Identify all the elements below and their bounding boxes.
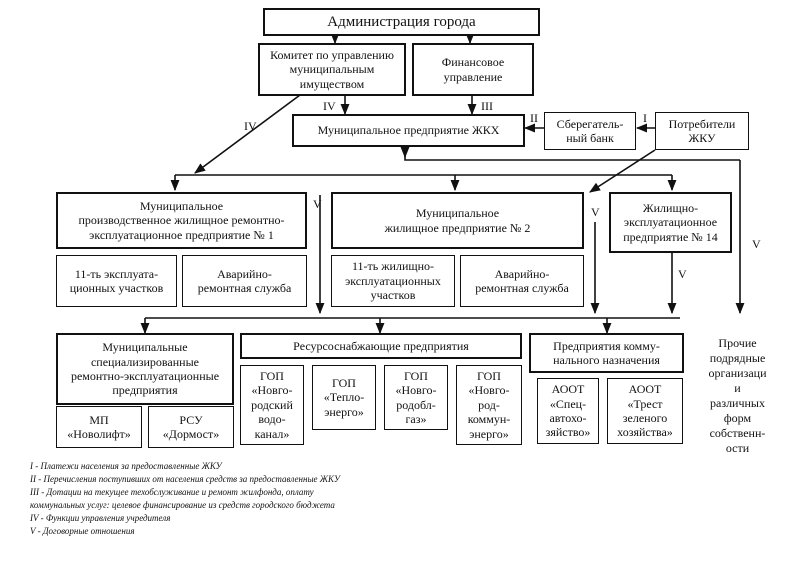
edge-consumers-mzhp2 (589, 149, 656, 193)
edge-label-v-a: V (313, 197, 322, 211)
node-rsu-dormost: РСУ «Дормост» (148, 406, 234, 448)
node-mpzhreo1: Муниципальное производственное жилищное … (56, 192, 307, 249)
node-finance: Финансовое управление (412, 43, 534, 96)
legend-item-i: I - Платежи населения за предоставленные… (30, 461, 222, 471)
node-savings-bank: Сберегатель- ный банк (544, 112, 636, 150)
legend: I - Платежи населения за предоставленные… (30, 460, 340, 538)
legend-item-v: V - Договорные отношения (30, 526, 135, 536)
edge-label-iv-a: IV (323, 99, 336, 113)
node-sites11: 11-ть эксплуата- ционных участков (56, 255, 177, 307)
node-consumers: Потребители ЖКУ (655, 112, 749, 150)
node-resource: Ресурсоснабжающие предприятия (240, 333, 522, 359)
node-emergency2: Аварийно- ремонтная служба (460, 255, 584, 307)
node-gop-teploenergo: ГОП «Тепло- энерго» (312, 365, 376, 430)
node-emergency1: Аварийно- ремонтная служба (182, 255, 307, 307)
node-mp-zhkh: Муниципальное предприятие ЖКХ (292, 114, 525, 147)
node-gop-vodokanal: ГОП «Новго- родский водо- канал» (240, 365, 304, 445)
legend-item-iii-cont: коммунальных услуг: целевое финансирован… (30, 500, 335, 510)
node-communal: Предприятия комму- нального назначения (529, 333, 684, 373)
edge-label-iv-b: IV (244, 119, 257, 133)
node-admin: Администрация города (263, 8, 540, 36)
node-housing11: 11-ть жилищно- эксплуатационных участков (331, 255, 455, 307)
node-others: Прочие подрядные организаци и различных … (708, 336, 767, 455)
node-gop-novgorodoblgaz: ГОП «Новго- родобл- газ» (384, 365, 448, 430)
edge-label-i: I (643, 111, 647, 125)
edge-label-ii: II (530, 111, 538, 125)
edge-label-v-b: V (591, 205, 600, 219)
edge-label-v-d: V (678, 267, 687, 281)
node-zheo14: Жилищно- эксплуатационное предприятие № … (609, 192, 732, 253)
node-msreo: Муниципальные специализированные ремонтн… (56, 333, 234, 405)
node-gop-novgorodkommunenergo: ГОП «Новго- род- коммун- энерго» (456, 365, 522, 445)
node-committee: Комитет по управлению муниципальным имущ… (258, 43, 406, 96)
legend-item-iv: IV - Функции управления учредителя (30, 513, 171, 523)
node-mp-novolift: МП «Новолифт» (56, 406, 142, 448)
legend-item-iii: III - Дотации на текущее техобслуживание… (30, 487, 314, 497)
node-aoot-spetsavto: АООТ «Спец- автохо- зяйство» (537, 378, 599, 444)
edge-committee-mpzhreo1 (194, 94, 301, 174)
edge-label-iii: III (481, 99, 493, 113)
node-mzhp2: Муниципальное жилищное предприятие № 2 (331, 192, 584, 249)
node-aoot-trest: АООТ «Трест зеленого хозяйства» (607, 378, 683, 444)
edge-label-v-c: V (752, 237, 761, 251)
legend-item-ii: II - Перечисления поступивших от населен… (30, 474, 340, 484)
